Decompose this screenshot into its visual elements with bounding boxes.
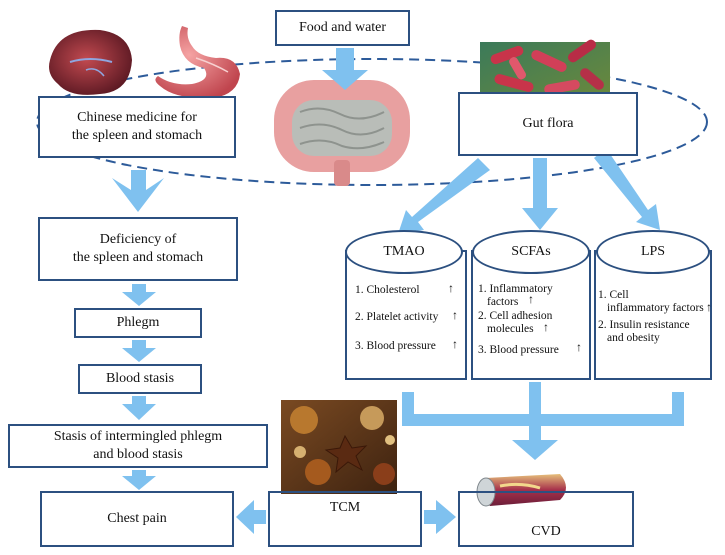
arrow-deficiency-to-phlegm bbox=[122, 284, 156, 306]
scfas-up-arrow-1: ↑ bbox=[528, 292, 534, 306]
arrow-flora-to-scfas bbox=[522, 158, 558, 230]
lps-item-insulin: 2. Insulin resistance bbox=[598, 319, 690, 331]
lps-item-cell: 1. Cell bbox=[598, 289, 629, 301]
intestines-image bbox=[274, 80, 410, 186]
gut-system-ellipse bbox=[36, 58, 708, 186]
deficiency-line1: Deficiency of bbox=[99, 231, 177, 247]
arrow-stasis-to-mixed bbox=[122, 396, 156, 420]
scfas-label: SCFAs bbox=[511, 244, 551, 259]
scfas-up-arrow-2: ↑ bbox=[543, 320, 549, 334]
scfas-up-arrow-3: ↑ bbox=[576, 340, 582, 354]
arrow-medicine-to-deficiency bbox=[112, 170, 164, 212]
tmao-up-arrow-2: ↑ bbox=[452, 308, 458, 322]
phlegm-label: Phlegm bbox=[116, 314, 160, 330]
tmao-item-cholesterol: 1. Cholesterol bbox=[355, 284, 420, 296]
chinese-medicine-box: Chinese medicine for the spleen and stom… bbox=[38, 96, 236, 158]
arrow-tcm-to-cvd bbox=[424, 500, 456, 534]
chinese-medicine-line1: Chinese medicine for bbox=[77, 109, 197, 125]
lps-up-arrow-1: ↑ bbox=[706, 300, 712, 314]
tmao-up-arrow-1: ↑ bbox=[448, 281, 454, 295]
scfas-item-adhesion: 2. Cell adhesion bbox=[478, 310, 553, 322]
tmao-label: TMAO bbox=[383, 244, 425, 259]
tcm-label: TCM bbox=[329, 499, 361, 515]
arrow-flora-to-lps bbox=[594, 148, 660, 230]
arrow-metabolites-to-cvd bbox=[512, 426, 558, 460]
arrow-phlegm-to-stasis bbox=[122, 340, 156, 362]
tmao-item-platelet: 2. Platelet activity bbox=[355, 311, 439, 323]
tmao-list: 1. Cholesterol 2. Platelet activity 3. B… bbox=[355, 283, 465, 373]
scfas-item-molecules: molecules bbox=[487, 323, 534, 335]
chest-pain-box: Chest pain bbox=[40, 491, 234, 547]
deficiency-box: Deficiency of the spleen and stomach bbox=[38, 217, 238, 281]
spleen-image bbox=[49, 29, 132, 95]
gut-flora-box: Gut flora bbox=[458, 92, 638, 156]
arrows bbox=[112, 48, 684, 534]
chest-pain-label: Chest pain bbox=[107, 510, 167, 526]
stomach-image bbox=[155, 26, 240, 99]
mixed-stasis-line1: Stasis of intermingled phlegm bbox=[53, 428, 223, 444]
lps-label: LPS bbox=[640, 244, 666, 259]
blood-stasis-box: Blood stasis bbox=[78, 364, 202, 394]
chinese-medicine-line2: the spleen and stomach bbox=[71, 128, 203, 143]
blood-stasis-label: Blood stasis bbox=[105, 370, 175, 386]
gut-flora-label: Gut flora bbox=[522, 115, 574, 131]
tmao-bubble: TMAO bbox=[345, 230, 463, 274]
scfas-bubble: SCFAs bbox=[472, 230, 590, 274]
tmao-up-arrow-3: ↑ bbox=[452, 337, 458, 351]
lps-list: 1. Cell inflammatory factors 2. Insulin … bbox=[598, 288, 710, 348]
tmao-item-bp: 3. Blood pressure bbox=[355, 340, 436, 352]
scfas-item-inflammatory: 1. Inflammatory bbox=[478, 283, 553, 295]
deficiency-line2: the spleen and stomach bbox=[72, 250, 204, 265]
scfas-item-factors: factors bbox=[487, 296, 519, 308]
mixed-stasis-line2: and blood stasis bbox=[93, 447, 183, 462]
arrow-food-to-intestine bbox=[322, 48, 368, 90]
arrow-mixed-to-chest bbox=[122, 470, 156, 490]
lps-item-inflammatory: inflammatory factors bbox=[607, 302, 704, 314]
phlegm-box: Phlegm bbox=[74, 308, 202, 338]
tcm-box: TCM bbox=[268, 491, 422, 547]
arrow-flora-to-tmao bbox=[398, 158, 490, 234]
lps-item-obesity: and obesity bbox=[607, 332, 660, 344]
food-box: Food and water bbox=[275, 10, 410, 46]
food-label: Food and water bbox=[298, 19, 387, 35]
lps-bubble: LPS bbox=[596, 230, 710, 274]
spices-image bbox=[281, 400, 397, 494]
cvd-label: CVD bbox=[531, 523, 561, 539]
mixed-stasis-box: Stasis of intermingled phlegm and blood … bbox=[8, 424, 268, 468]
cvd-box: CVD bbox=[458, 491, 634, 547]
scfas-list: 1. Inflammatory factors 2. Cell adhesion… bbox=[478, 282, 586, 374]
scfas-item-bp: 3. Blood pressure bbox=[478, 344, 559, 356]
arrow-tcm-to-chest-pain bbox=[236, 500, 266, 534]
